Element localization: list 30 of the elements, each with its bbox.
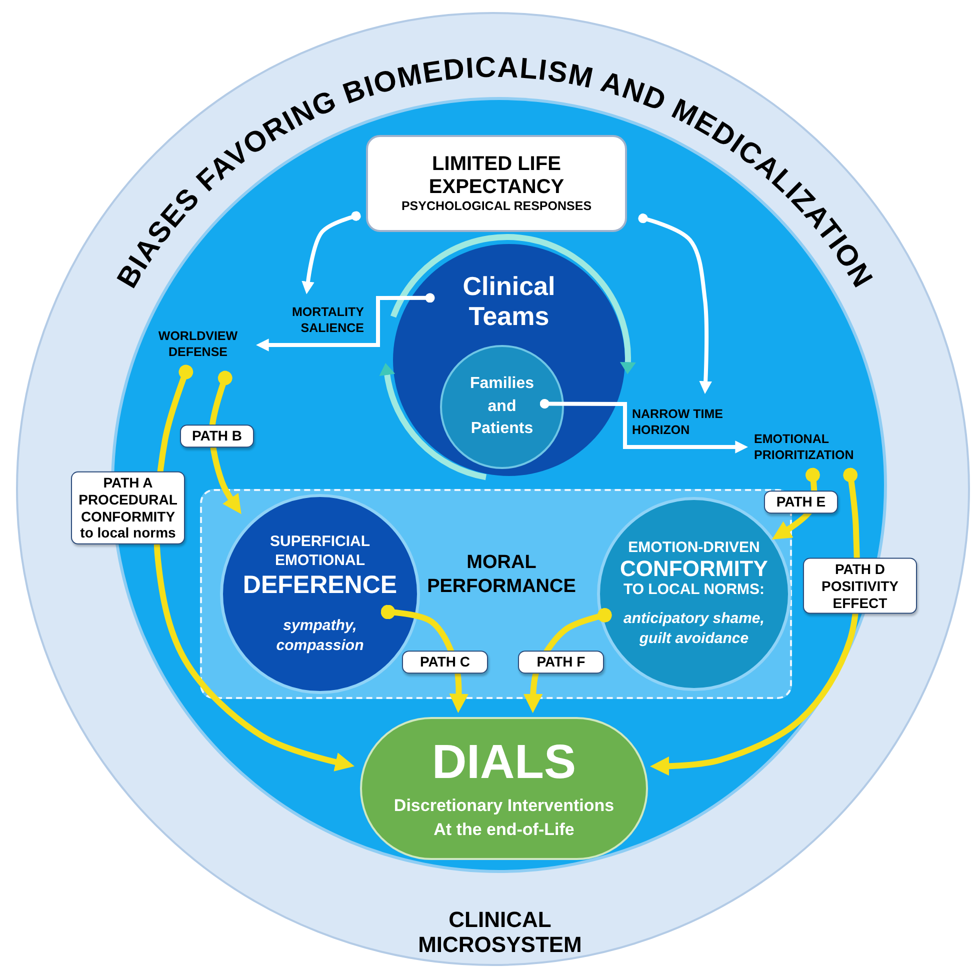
flow-label: EMOTIONAL PRIORITIZATION	[754, 430, 855, 464]
edge-label: PATH B	[180, 424, 254, 448]
edge-label: PATH E	[764, 490, 838, 514]
arrow	[302, 211, 361, 294]
circle-heading: TO LOCAL NORMS:	[623, 581, 765, 599]
arrow	[256, 293, 435, 352]
circle-heading: EMOTION-DRIVEN	[628, 538, 760, 556]
edge-label: PATH C	[402, 650, 488, 674]
circle-title: CONFORMITY	[620, 556, 768, 582]
flow-label: MORTALITY SALIENCE	[291, 304, 364, 336]
edge-label: PATH F	[518, 650, 604, 674]
circle-title: DEFERENCE	[242, 570, 398, 600]
arrow	[540, 398, 748, 454]
region-label: MORAL PERFORMANCE	[426, 551, 577, 598]
box-heading: LIMITED LIFE EXPECTANCY	[428, 153, 566, 200]
edge-label: PATH D POSITIVITY EFFECT	[803, 558, 917, 614]
circle-note: sympathy, compassion	[275, 616, 365, 656]
edge-label: PATH A PROCEDURAL CONFORMITY to local norms	[71, 471, 185, 545]
box-subheading: PSYCHOLOGICAL RESPONSES	[401, 199, 592, 214]
flow-label: NARROW TIME HORIZON	[632, 406, 724, 438]
flow-label: WORLDVIEW DEFENSE	[157, 328, 239, 360]
rounded-box	[366, 135, 627, 232]
pill-subtitle: Discretionary Interventions At the end-of-Life	[392, 795, 616, 842]
arrow	[638, 214, 712, 394]
circle-title: Families and Patients	[468, 374, 536, 440]
circle-heading: SUPERFICIAL EMOTIONAL	[268, 532, 371, 571]
circle-note: anticipatory shame, guilt avoidance	[622, 608, 766, 649]
circle-title: Clinical Teams	[462, 272, 556, 332]
region-label: CLINICAL MICROSYSTEM	[417, 907, 583, 958]
pill-title: DIALS	[432, 735, 576, 790]
